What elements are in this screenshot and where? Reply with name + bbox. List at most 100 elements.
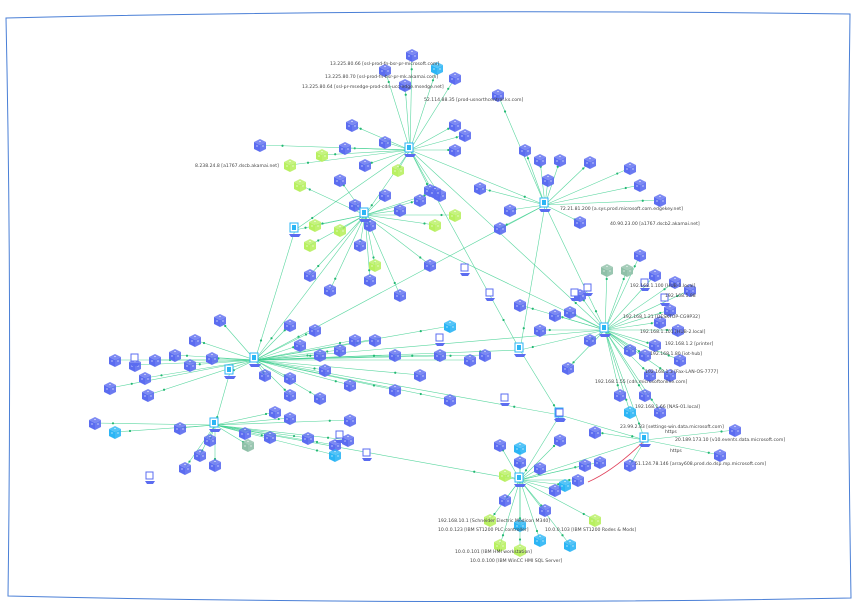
- host-node-icon[interactable]: [664, 369, 676, 382]
- host-node-icon[interactable]: [189, 334, 201, 347]
- host-node-icon[interactable]: [634, 179, 646, 192]
- host-node-icon[interactable]: [434, 349, 446, 362]
- host-node-icon[interactable]: [624, 344, 636, 357]
- workstation-icon[interactable]: [335, 430, 345, 443]
- host-node-icon[interactable]: [684, 284, 696, 297]
- workstation-hub-icon[interactable]: [539, 197, 551, 212]
- host-node-icon[interactable]: [584, 156, 596, 169]
- host-node-icon[interactable]: [194, 449, 206, 462]
- host-node-icon[interactable]: [621, 264, 633, 277]
- workstation-icon[interactable]: [583, 283, 593, 296]
- host-node-icon[interactable]: [554, 434, 566, 447]
- host-node-icon[interactable]: [259, 369, 271, 382]
- host-node-icon[interactable]: [499, 494, 511, 507]
- host-node-icon[interactable]: [329, 449, 341, 462]
- host-node-icon[interactable]: [579, 459, 591, 472]
- workstation-hub-icon[interactable]: [289, 222, 301, 237]
- host-node-icon[interactable]: [264, 431, 276, 444]
- host-node-icon[interactable]: [239, 427, 251, 440]
- host-node-icon[interactable]: [564, 539, 576, 552]
- host-node-icon[interactable]: [589, 426, 601, 439]
- host-node-icon[interactable]: [459, 129, 471, 142]
- host-node-icon[interactable]: [564, 306, 576, 319]
- host-node-icon[interactable]: [514, 519, 526, 532]
- host-node-icon[interactable]: [654, 406, 666, 419]
- workstation-hub-icon[interactable]: [514, 342, 526, 357]
- host-node-icon[interactable]: [389, 384, 401, 397]
- host-node-icon[interactable]: [484, 514, 496, 527]
- host-node-icon[interactable]: [294, 179, 306, 192]
- host-node-icon[interactable]: [324, 284, 336, 297]
- host-node-icon[interactable]: [364, 274, 376, 287]
- host-node-icon[interactable]: [494, 439, 506, 452]
- host-node-icon[interactable]: [344, 379, 356, 392]
- host-node-icon[interactable]: [499, 469, 511, 482]
- host-node-icon[interactable]: [444, 394, 456, 407]
- host-node-icon[interactable]: [562, 362, 574, 375]
- host-node-icon[interactable]: [649, 339, 661, 352]
- host-node-icon[interactable]: [644, 369, 656, 382]
- host-node-icon[interactable]: [549, 309, 561, 322]
- workstation-hub-icon[interactable]: [224, 364, 236, 379]
- host-node-icon[interactable]: [309, 219, 321, 232]
- host-node-icon[interactable]: [314, 349, 326, 362]
- workstation-icon[interactable]: [485, 288, 495, 301]
- host-node-icon[interactable]: [554, 154, 566, 167]
- host-node-icon[interactable]: [174, 422, 186, 435]
- host-node-icon[interactable]: [534, 462, 546, 475]
- workstation-hub-icon[interactable]: [209, 417, 221, 432]
- host-node-icon[interactable]: [142, 389, 154, 402]
- host-node-icon[interactable]: [284, 319, 296, 332]
- host-node-icon[interactable]: [449, 72, 461, 85]
- host-node-icon[interactable]: [319, 364, 331, 377]
- host-node-icon[interactable]: [514, 442, 526, 455]
- host-node-icon[interactable]: [429, 186, 441, 199]
- host-node-icon[interactable]: [519, 144, 531, 157]
- workstation-icon[interactable]: [145, 471, 155, 484]
- host-node-icon[interactable]: [514, 544, 526, 557]
- host-node-icon[interactable]: [494, 222, 506, 235]
- host-node-icon[interactable]: [534, 154, 546, 167]
- host-node-icon[interactable]: [284, 412, 296, 425]
- host-node-icon[interactable]: [302, 432, 314, 445]
- host-node-icon[interactable]: [394, 204, 406, 217]
- host-node-icon[interactable]: [379, 64, 391, 77]
- host-node-icon[interactable]: [429, 219, 441, 232]
- host-node-icon[interactable]: [534, 534, 546, 547]
- host-node-icon[interactable]: [344, 414, 356, 427]
- host-node-icon[interactable]: [654, 194, 666, 207]
- host-node-icon[interactable]: [634, 249, 646, 262]
- host-node-icon[interactable]: [392, 164, 404, 177]
- host-node-icon[interactable]: [346, 119, 358, 132]
- host-node-icon[interactable]: [431, 62, 443, 75]
- workstation-hub-icon[interactable]: [639, 432, 651, 447]
- host-node-icon[interactable]: [479, 349, 491, 362]
- host-node-icon[interactable]: [542, 174, 554, 187]
- host-node-icon[interactable]: [504, 204, 516, 217]
- host-node-icon[interactable]: [179, 462, 191, 475]
- host-node-icon[interactable]: [316, 149, 328, 162]
- host-node-icon[interactable]: [449, 209, 461, 222]
- host-node-icon[interactable]: [379, 189, 391, 202]
- host-node-icon[interactable]: [514, 299, 526, 312]
- host-node-icon[interactable]: [334, 174, 346, 187]
- host-node-icon[interactable]: [204, 434, 216, 447]
- host-node-icon[interactable]: [539, 504, 551, 517]
- host-node-icon[interactable]: [584, 334, 596, 347]
- host-node-icon[interactable]: [109, 426, 121, 439]
- host-node-icon[interactable]: [624, 459, 636, 472]
- host-node-icon[interactable]: [444, 320, 456, 333]
- host-node-icon[interactable]: [104, 382, 116, 395]
- workstation-icon[interactable]: [555, 408, 565, 421]
- host-node-icon[interactable]: [379, 136, 391, 149]
- host-node-icon[interactable]: [399, 79, 411, 92]
- host-node-icon[interactable]: [284, 389, 296, 402]
- host-node-icon[interactable]: [369, 334, 381, 347]
- host-node-icon[interactable]: [669, 276, 681, 289]
- workstation-icon[interactable]: [362, 448, 372, 461]
- host-node-icon[interactable]: [269, 406, 281, 419]
- host-node-icon[interactable]: [359, 159, 371, 172]
- host-node-icon[interactable]: [89, 417, 101, 430]
- host-node-icon[interactable]: [309, 324, 321, 337]
- host-node-icon[interactable]: [601, 264, 613, 277]
